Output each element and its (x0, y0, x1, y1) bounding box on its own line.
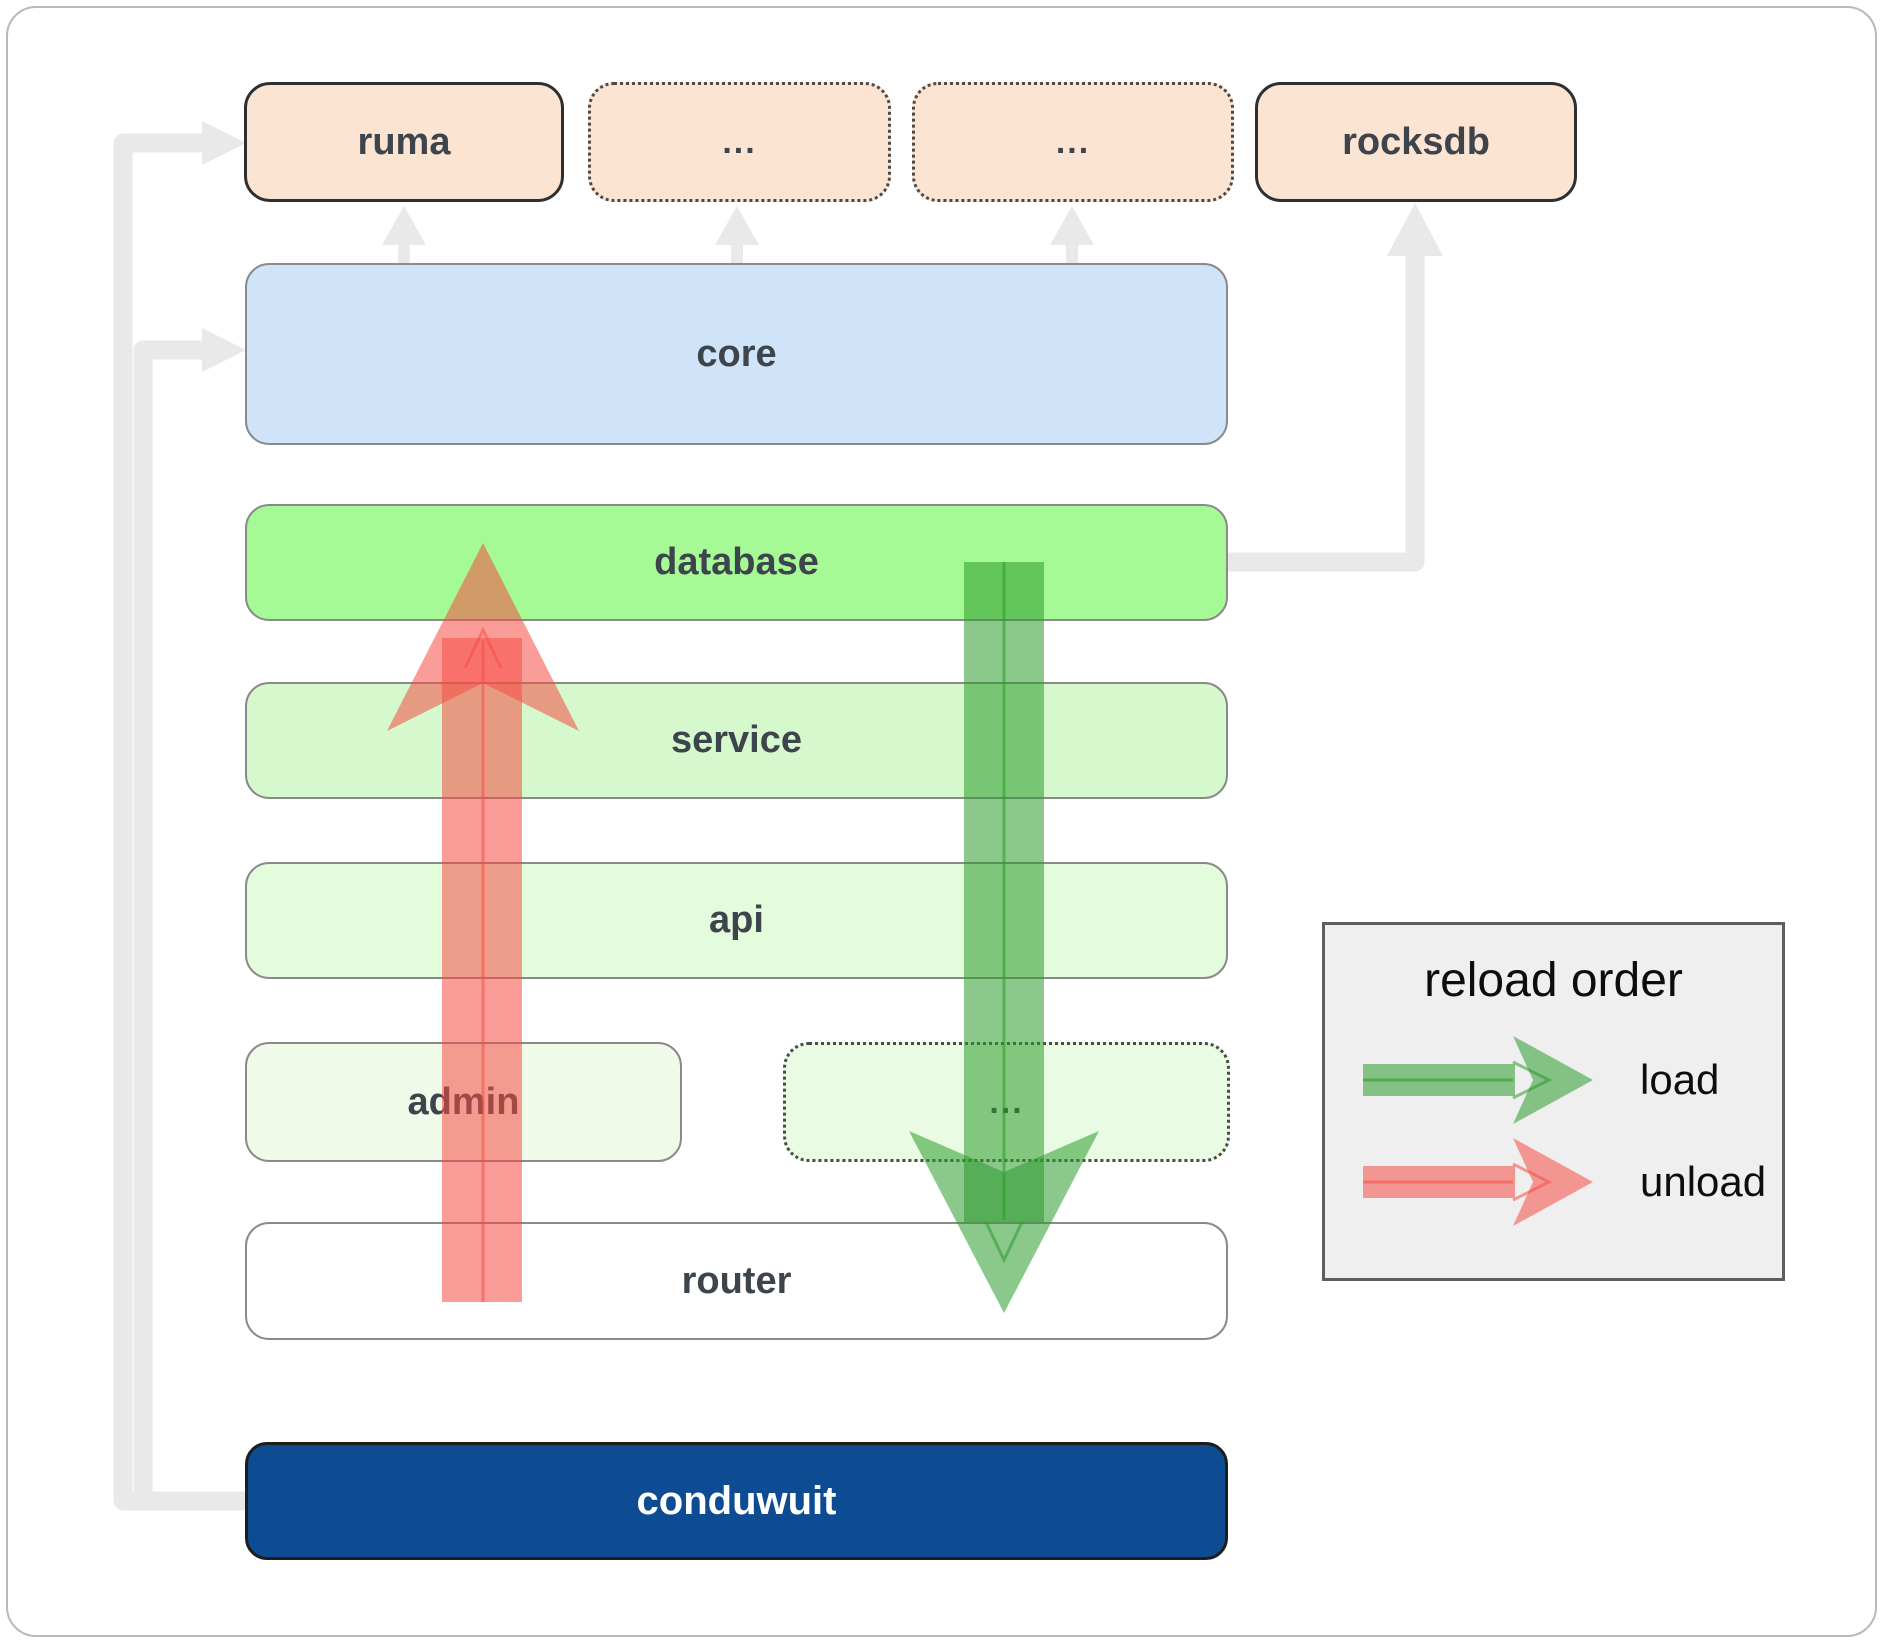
load-arrow-icon (1363, 1036, 1593, 1124)
node-database: database (245, 504, 1228, 621)
legend-title: reload order (1424, 954, 1683, 1007)
node-deps-more-1: ... (588, 82, 891, 202)
node-service-label: service (670, 719, 802, 761)
node-conduwuit: conduwuit (245, 1442, 1228, 1560)
node-admin: admin (245, 1042, 682, 1162)
legend-reload-order: reload order load unload (1322, 922, 1785, 1281)
node-deps-more-2-label: ... (1055, 122, 1091, 161)
node-services-more: ... (783, 1042, 1230, 1162)
diagram-frame (6, 6, 1877, 1637)
node-api-label: api (709, 899, 764, 941)
unload-arrow-icon (1363, 1138, 1593, 1226)
node-services-more-label: ... (989, 1082, 1024, 1121)
node-rocksdb: rocksdb (1255, 82, 1577, 202)
node-deps-more-2: ... (912, 82, 1234, 202)
node-deps-more-1-label: ... (722, 122, 757, 161)
node-database-label: database (654, 541, 819, 583)
node-core: core (245, 263, 1228, 445)
node-router: router (245, 1222, 1228, 1340)
legend-item-load: load (1363, 1034, 1782, 1126)
node-ruma-label: ruma (357, 120, 451, 163)
legend-load-label: load (1640, 1056, 1720, 1103)
node-ruma: ruma (244, 82, 564, 202)
legend-item-unload: unload (1363, 1136, 1782, 1228)
node-admin-label: admin (407, 1080, 520, 1123)
node-service: service (245, 682, 1228, 799)
node-router-label: router (681, 1259, 792, 1302)
node-api: api (245, 862, 1228, 979)
node-conduwuit-label: conduwuit (636, 1478, 837, 1523)
node-core-label: core (696, 332, 777, 375)
node-rocksdb-label: rocksdb (1342, 120, 1490, 163)
legend-unload-label: unload (1640, 1158, 1767, 1205)
